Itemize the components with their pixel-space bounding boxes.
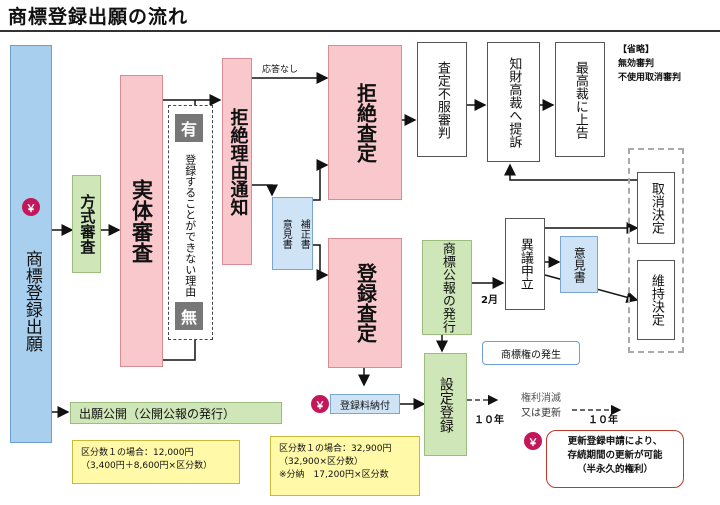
setting-registration-box: 設定登録 (424, 353, 467, 456)
supreme-court-box: 最高裁に上告 (555, 42, 605, 157)
years10-label-a: １０年 (474, 415, 504, 426)
fee1-line2: （3,400円＋8,600円×区分数） (81, 461, 213, 472)
registration-fee-box: 登録料納付 (330, 394, 400, 414)
years10-label-b: １０年 (588, 415, 618, 426)
page-title: 商標登録出願の流れ (8, 6, 189, 28)
title-underline (0, 30, 720, 32)
fee1-line1: 区分数１の場合：12,000円 (81, 448, 194, 458)
fee-seal-icon: ￥ (311, 395, 329, 413)
gazette-box: 商標公報の発行 (422, 240, 472, 335)
seal-icon: ￥ (22, 198, 40, 216)
omitted-list: 【省略】 無効審判 不使用取消審判 (618, 44, 681, 86)
formal-exam-box: 方式審査 (72, 175, 101, 273)
no-response-label: 応答なし (262, 65, 299, 75)
amendment-label: 補正書 (298, 218, 310, 249)
refusal-decision-box: 拒絶査定 (328, 45, 402, 200)
amendment-opinion-box: 補正書 意見書 (272, 197, 313, 270)
fee2-line1: 区分数１の場合：32,900円 (279, 444, 392, 454)
fee-note-registration: 区分数１の場合：32,900円 （32,900×区分数） ※分納 17,200円… (270, 436, 420, 496)
application-box: ￥ 商標登録出願 (10, 45, 52, 443)
renewal-seal-icon: ￥ (524, 432, 542, 450)
opposition-box: 異議申立 (505, 218, 545, 310)
right-arises-callout: 商標権の発生 (482, 341, 580, 365)
decision-group-frame (628, 148, 684, 353)
renewal-note-line1: 更新登録申請により、 (567, 436, 663, 447)
fee2-line2: （32,900×区分数） (279, 457, 364, 468)
ip-high-court-box: 知財高裁へ提訴 (487, 42, 540, 162)
refusal-reason-panel: 有 登録することができない理由 無 (168, 105, 213, 340)
appeal-box: 査定不服審判 (417, 42, 467, 157)
registration-decision-box: 登録査定 (328, 238, 402, 368)
omitted-item-nonuse: 不使用取消審判 (618, 72, 682, 83)
omitted-title: 【省略】 (618, 45, 655, 55)
publication-box: 出願公開（公開公報の発行） (70, 402, 282, 424)
refusal-reason-text: 登録することができない理由 (183, 153, 197, 297)
none-icon: 無 (175, 302, 203, 330)
renewal-callout: 更新登録申請により、 存続期間の更新が可能 （半永久的権利） (546, 430, 684, 488)
fee-note-application: 区分数１の場合：12,000円 （3,400円＋8,600円×区分数） (72, 440, 240, 484)
substantive-exam-box: 実体審査 (120, 75, 163, 367)
two-months-label: 2月 (481, 295, 498, 306)
application-label: 商標登録出願 (21, 250, 42, 352)
has-icon: 有 (175, 114, 203, 142)
renewal-note-line3: （半永久的権利） (576, 463, 653, 475)
renewal-note-line2: 存続期間の更新が可能 (567, 449, 663, 461)
opinion2-box: 意見書 (560, 236, 598, 293)
omitted-item-invalidation: 無効審判 (618, 58, 655, 69)
or-renewal-label: 又は更新 (521, 408, 561, 419)
opinion-label: 意見書 (280, 218, 292, 249)
maintain-decision-box: 維持決定 (637, 260, 675, 340)
fee2-line3: ※分納 17,200円×区分数 (279, 470, 389, 481)
expiry-label: 権利消滅 (521, 393, 561, 404)
cancel-decision-box: 取消決定 (637, 172, 675, 244)
refusal-notice-box: 拒絶理由通知 (222, 58, 252, 265)
